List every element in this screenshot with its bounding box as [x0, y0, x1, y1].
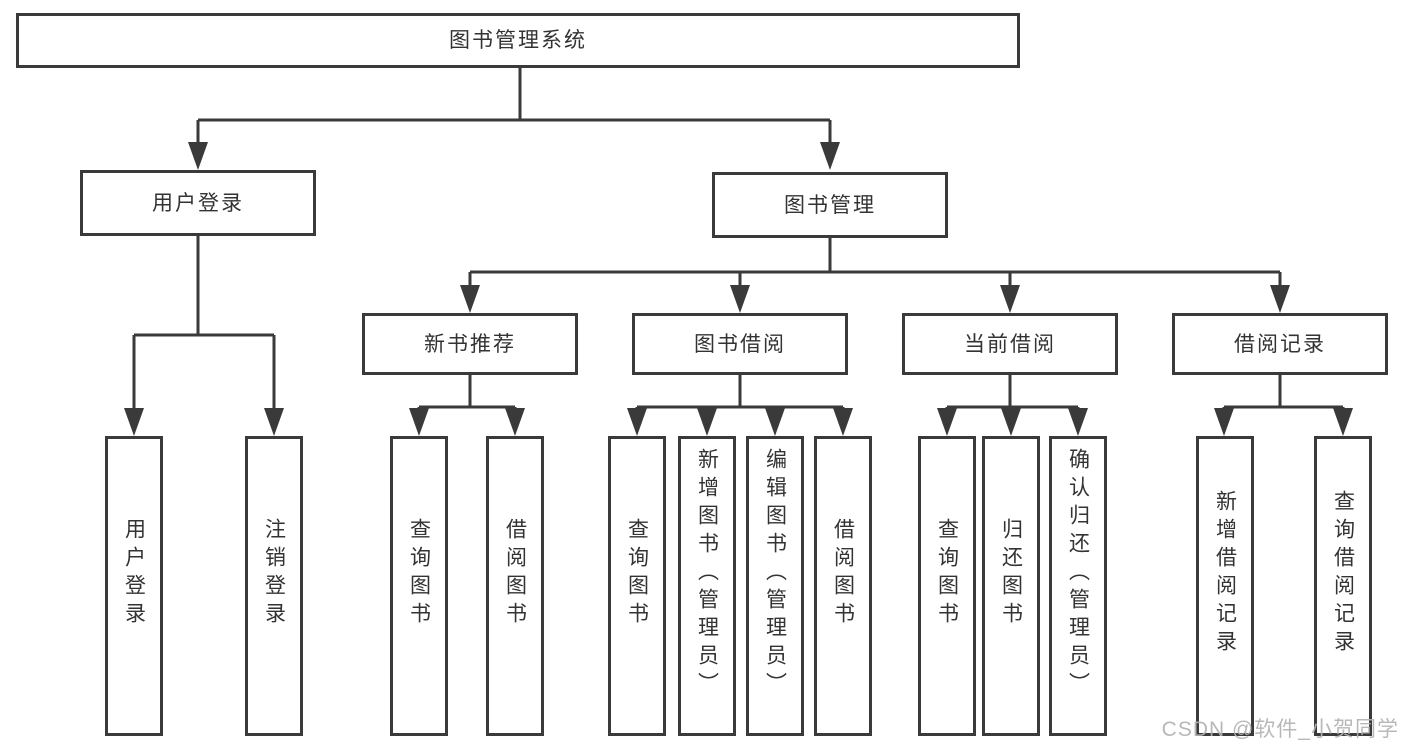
leaf-records-add-record: 新增借阅记录	[1196, 436, 1254, 736]
leaf-recommend-borrow-books: 借阅图书	[486, 436, 544, 736]
node-library-system: 图书管理系统	[16, 13, 1020, 68]
leaf-current-return-books: 归还图书	[982, 436, 1040, 736]
leaf-borrow-borrow-books: 借阅图书	[814, 436, 872, 736]
leaf-user-login: 用户登录	[105, 436, 163, 736]
watermark: CSDN @软件_小贺同学	[1161, 718, 1399, 741]
node-new-book-recommend: 新书推荐	[362, 313, 578, 375]
node-current-borrow: 当前借阅	[902, 313, 1118, 375]
node-borrow-records: 借阅记录	[1172, 313, 1388, 375]
node-user-login: 用户登录	[80, 170, 316, 236]
leaf-borrow-query-books: 查询图书	[608, 436, 666, 736]
leaf-current-query-books: 查询图书	[918, 436, 976, 736]
leaf-recommend-query-books: 查询图书	[390, 436, 448, 736]
leaf-borrow-edit-books-admin: 编辑图书（管理员）	[746, 436, 804, 736]
leaf-logout: 注销登录	[245, 436, 303, 736]
node-book-borrow: 图书借阅	[632, 313, 848, 375]
node-book-management: 图书管理	[712, 172, 948, 238]
leaf-records-query-record: 查询借阅记录	[1314, 436, 1372, 736]
leaf-current-confirm-return-admin: 确认归还（管理员）	[1049, 436, 1107, 736]
leaf-borrow-add-books-admin: 新增图书（管理员）	[678, 436, 736, 736]
